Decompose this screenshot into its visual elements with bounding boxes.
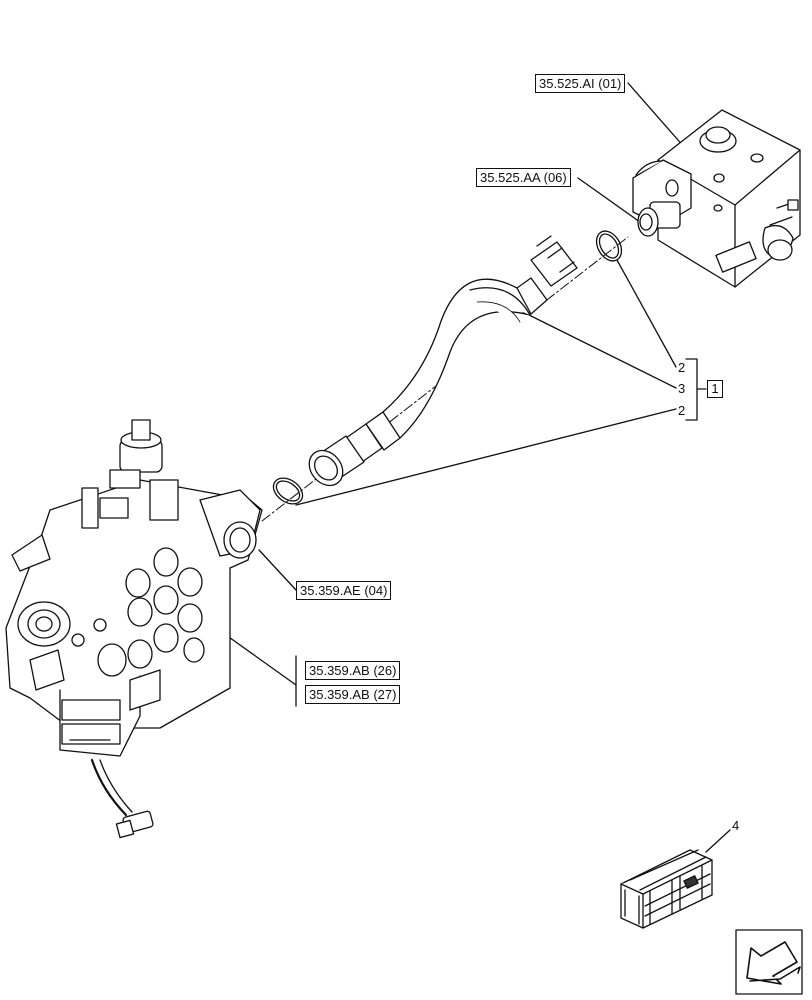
callout-kit-box: 1 xyxy=(707,380,723,398)
ref-label-35-525-aa-06[interactable]: 35.525.AA (06) xyxy=(476,168,571,187)
hydraulic-hose xyxy=(308,235,578,487)
callout-hose: 3 xyxy=(678,381,686,396)
arrow-back-icon[interactable] xyxy=(735,929,803,995)
control-valve xyxy=(5,419,263,839)
callout-crate: 4 xyxy=(732,818,740,833)
ref-label-35-359-ab-26[interactable]: 35.359.AB (26) xyxy=(305,661,401,680)
o-ring-bottom xyxy=(272,477,304,505)
hydraulic-block xyxy=(632,109,801,288)
callout-o-ring-bottom: 2 xyxy=(678,403,686,418)
ref-label-35-359-ab-27[interactable]: 35.359.AB (27) xyxy=(305,685,401,704)
ref-label-35-359-ae-04[interactable]: 35.359.AE (04) xyxy=(296,581,392,600)
ref-label-35-525-ai-01[interactable]: 35.525.AI (01) xyxy=(535,74,626,93)
callout-o-ring-top: 2 xyxy=(678,360,686,375)
o-ring-top xyxy=(595,230,623,262)
crate-icon xyxy=(620,849,713,929)
